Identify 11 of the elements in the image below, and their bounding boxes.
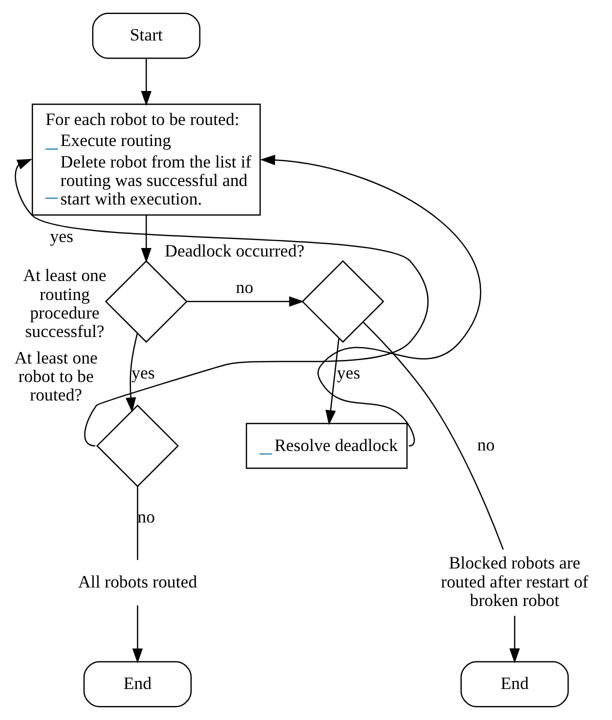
edge-label: yes	[50, 226, 73, 246]
edge-label: no	[476, 434, 494, 454]
node-label: Deadlock occurred?	[164, 240, 304, 260]
node-label: At least one robot to be routed?	[14, 347, 98, 405]
edge-label: no	[235, 277, 253, 298]
edge-label: no	[137, 506, 154, 527]
edge-label: yes	[131, 362, 154, 382]
node-text: Blocked robots are routed after restart of broken robot	[440, 552, 588, 610]
node-text: All robots routed	[78, 571, 197, 592]
edge-label: yes	[336, 362, 360, 382]
node-label: At least one routing procedure successful?	[22, 265, 106, 342]
